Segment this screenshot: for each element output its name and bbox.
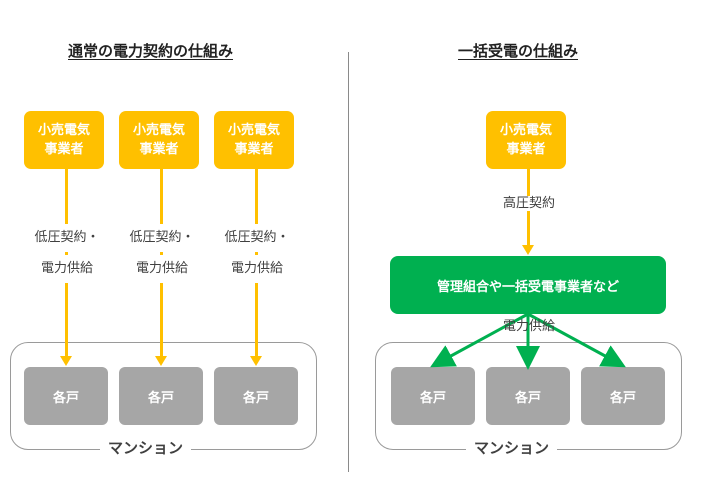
unit-box-right-2: 各戸 xyxy=(486,367,570,425)
retail-box-3: 小売電気 事業者 xyxy=(214,111,294,169)
supply-arrow-3 xyxy=(527,312,626,368)
retail-label-line2: 事業者 xyxy=(506,142,546,157)
retail-box-1: 小売電気 事業者 xyxy=(24,111,104,169)
unit-box-right-3: 各戸 xyxy=(581,367,665,425)
arrow-head-1 xyxy=(60,356,72,366)
left-title: 通常の電力契約の仕組み xyxy=(68,42,234,60)
retail-label-line1: 小売電気 xyxy=(499,123,552,138)
flow-label-line1: 低圧契約・ xyxy=(221,224,293,252)
flow-label-line2: 電力供給 xyxy=(31,255,103,283)
unit-box-3: 各戸 xyxy=(214,367,298,425)
unit-label: 各戸 xyxy=(514,390,541,406)
unit-label: 各戸 xyxy=(147,390,174,406)
flow-label-2: 低圧契約・ 電力供給 xyxy=(126,224,198,283)
supply-label: 電力供給 xyxy=(502,319,555,334)
arrow-head-2 xyxy=(155,356,167,366)
mgmt-box: 管理組合や一括受電事業者など xyxy=(390,256,666,314)
retail-label-line2: 事業者 xyxy=(139,142,179,157)
mansion-label-left: マンション xyxy=(100,437,192,458)
flow-label-line1: 低圧契約・ xyxy=(126,224,198,252)
unit-label: 各戸 xyxy=(52,390,79,406)
unit-label: 各戸 xyxy=(242,390,269,406)
mgmt-label: 管理組合や一括受電事業者など xyxy=(436,279,619,295)
arrow-head-3 xyxy=(250,356,262,366)
contract-label: 高圧契約 xyxy=(500,196,557,211)
retail-label-line1: 小売電気 xyxy=(37,123,90,138)
flow-label-line2: 電力供給 xyxy=(126,255,198,283)
flow-label-line1: 低圧契約・ xyxy=(31,224,103,252)
divider xyxy=(348,52,349,472)
flow-label-1: 低圧契約・ 電力供給 xyxy=(31,224,103,283)
flow-label-3: 低圧契約・ 電力供給 xyxy=(221,224,293,283)
arrow-head-contract xyxy=(522,245,534,255)
supply-arrow-1 xyxy=(430,312,529,368)
retail-label-line2: 事業者 xyxy=(44,142,84,157)
retail-box-2: 小売電気 事業者 xyxy=(119,111,199,169)
right-title: 一括受電の仕組み xyxy=(458,42,579,60)
contract-label-wrap: 高圧契約 xyxy=(489,190,569,218)
mansion-label-right: マンション xyxy=(466,437,558,458)
retail-label-line1: 小売電気 xyxy=(132,123,185,138)
unit-box-right-1: 各戸 xyxy=(391,367,475,425)
retail-label-line1: 小売電気 xyxy=(227,123,280,138)
retail-label-line2: 事業者 xyxy=(234,142,274,157)
unit-label: 各戸 xyxy=(419,390,446,406)
retail-box-right: 小売電気 事業者 xyxy=(486,111,566,169)
unit-label: 各戸 xyxy=(609,390,636,406)
flow-label-line2: 電力供給 xyxy=(221,255,293,283)
unit-box-2: 各戸 xyxy=(119,367,203,425)
unit-box-1: 各戸 xyxy=(24,367,108,425)
